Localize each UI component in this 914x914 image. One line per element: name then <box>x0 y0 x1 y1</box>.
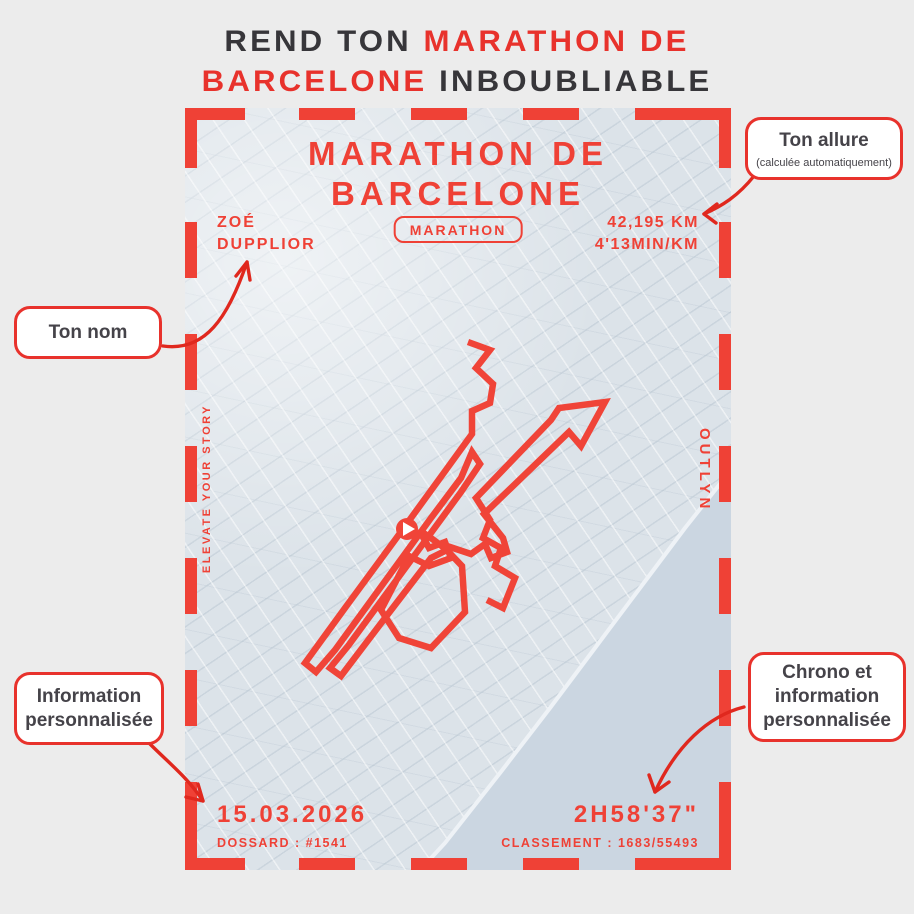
frame-corner-bottom-left <box>185 810 245 870</box>
race-time: 2H58'37" <box>573 801 699 828</box>
runner-first-name: ZOÉ <box>217 214 256 231</box>
marathon-route <box>300 338 611 681</box>
runner-name: ZOÉ DUPPLIOR <box>217 212 316 256</box>
runner-last-name: DUPPLIOR <box>217 236 316 253</box>
race-ranking: CLASSEMENT : 1683/55493 <box>501 836 699 850</box>
callout-chrono: Chrono et information personnalisée <box>748 652 906 742</box>
start-marker-triangle <box>403 522 415 536</box>
frame-corner-bottom-right <box>671 810 731 870</box>
frame-dashes-left <box>185 166 197 812</box>
time-and-ranking: 2H58'37" CLASSEMENT : 1683/55493 <box>501 801 699 850</box>
frame-dashes-top <box>243 108 673 120</box>
poster-title-line1: MARATHON DE <box>307 135 609 172</box>
headline-line2: BARCELONE INBOUBLIABLE <box>0 62 914 102</box>
brand-vertical-right: OUTLYN <box>696 428 713 513</box>
headline-line2-dark: INBOUBLIABLE <box>439 65 713 98</box>
headline-line1: REND TON MARATHON DE <box>0 22 914 62</box>
sea-area <box>420 470 731 870</box>
route-map-graphic <box>300 338 731 870</box>
callout-pace-label: Ton allure <box>779 129 869 151</box>
race-distance: 42,195 KM <box>607 214 699 231</box>
frame-dashes-bottom <box>243 858 673 870</box>
callout-pace-sub: (calculée automatiquement) <box>756 156 892 169</box>
headline: REND TON MARATHON DE BARCELONE INBOUBLIA… <box>0 22 914 102</box>
headline-line1-dark: REND TON <box>224 25 424 58</box>
race-date: 15.03.2026 <box>217 801 368 828</box>
barcelona-map-background <box>185 108 731 870</box>
callout-info: Information personnalisée <box>14 672 164 745</box>
callout-chrono-label: Chrono et information personnalisée <box>763 662 891 731</box>
race-pace: 4'13MIN/KM <box>594 236 699 253</box>
poster-title: MARATHON DE BARCELONE <box>185 134 731 214</box>
date-and-bib: 15.03.2026 DOSSARD : #1541 <box>217 801 367 850</box>
tagline-vertical-left: ELEVATE YOUR STORY <box>201 404 213 574</box>
race-type-badge: MARATHON <box>393 216 523 243</box>
headline-line2-red: BARCELONE <box>201 65 440 98</box>
callout-name-label: Ton nom <box>48 321 128 343</box>
callout-name: Ton nom <box>14 306 162 359</box>
frame-corner-top-left <box>185 108 245 168</box>
callout-info-label: Information personnalisée <box>25 685 153 731</box>
marathon-poster: MARATHON DE BARCELONE ZOÉ DUPPLIOR MARAT… <box>185 108 731 870</box>
headline-line1-red: MARATHON DE <box>423 25 690 58</box>
callout-pace: Ton allure (calculée automatiquement) <box>745 117 903 180</box>
poster-title-line2: BARCELONE <box>330 175 585 212</box>
race-stats: 42,195 KM 4'13MIN/KM <box>595 212 699 256</box>
frame-dashes-right <box>719 166 731 812</box>
frame-corner-top-right <box>671 108 731 168</box>
race-bib: DOSSARD : #1541 <box>217 836 348 850</box>
coastline <box>418 468 731 870</box>
